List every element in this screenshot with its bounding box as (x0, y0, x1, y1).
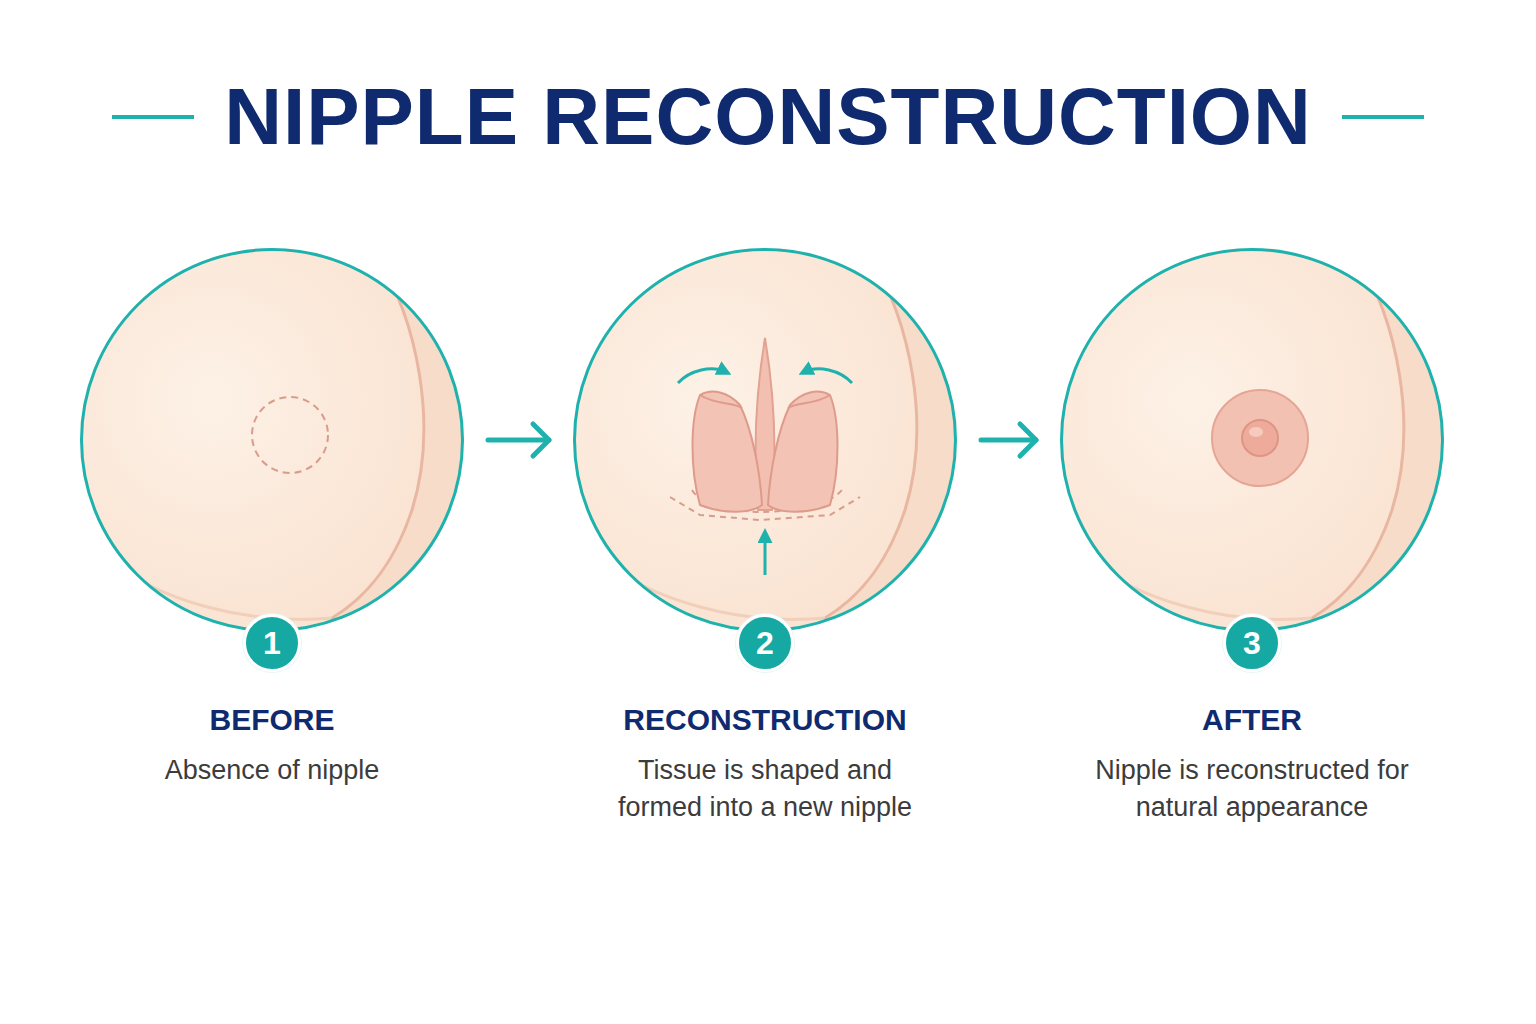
title-row: NIPPLE RECONSTRUCTION (0, 62, 1536, 172)
step-number: 1 (263, 627, 281, 659)
step-circle: BEFOREAbsence of nipple1 (80, 248, 464, 632)
title: NIPPLE RECONSTRUCTION (224, 71, 1312, 163)
step-badge: 3 (1223, 614, 1281, 672)
step-arrow (981, 424, 1036, 456)
step-heading: AFTER (1202, 702, 1302, 738)
step-badge: 1 (243, 614, 301, 672)
step-number: 2 (756, 627, 774, 659)
step-description: Tissue is shaped and formed into a new n… (593, 752, 938, 826)
step-circle: RECONSTRUCTIONTissue is shaped and forme… (573, 248, 957, 632)
title-rule (112, 115, 194, 119)
step-description: Absence of nipple (100, 752, 445, 789)
step-description: Nipple is reconstructed for natural appe… (1080, 752, 1425, 826)
step-badge: 2 (736, 614, 794, 672)
step-number: 3 (1243, 627, 1261, 659)
step-heading: BEFORE (209, 702, 334, 738)
step-arrow (488, 424, 549, 456)
step-circle: AFTERNipple is reconstructed for natural… (1060, 248, 1444, 632)
step-heading: RECONSTRUCTION (623, 702, 906, 738)
title-rule (1342, 115, 1424, 119)
